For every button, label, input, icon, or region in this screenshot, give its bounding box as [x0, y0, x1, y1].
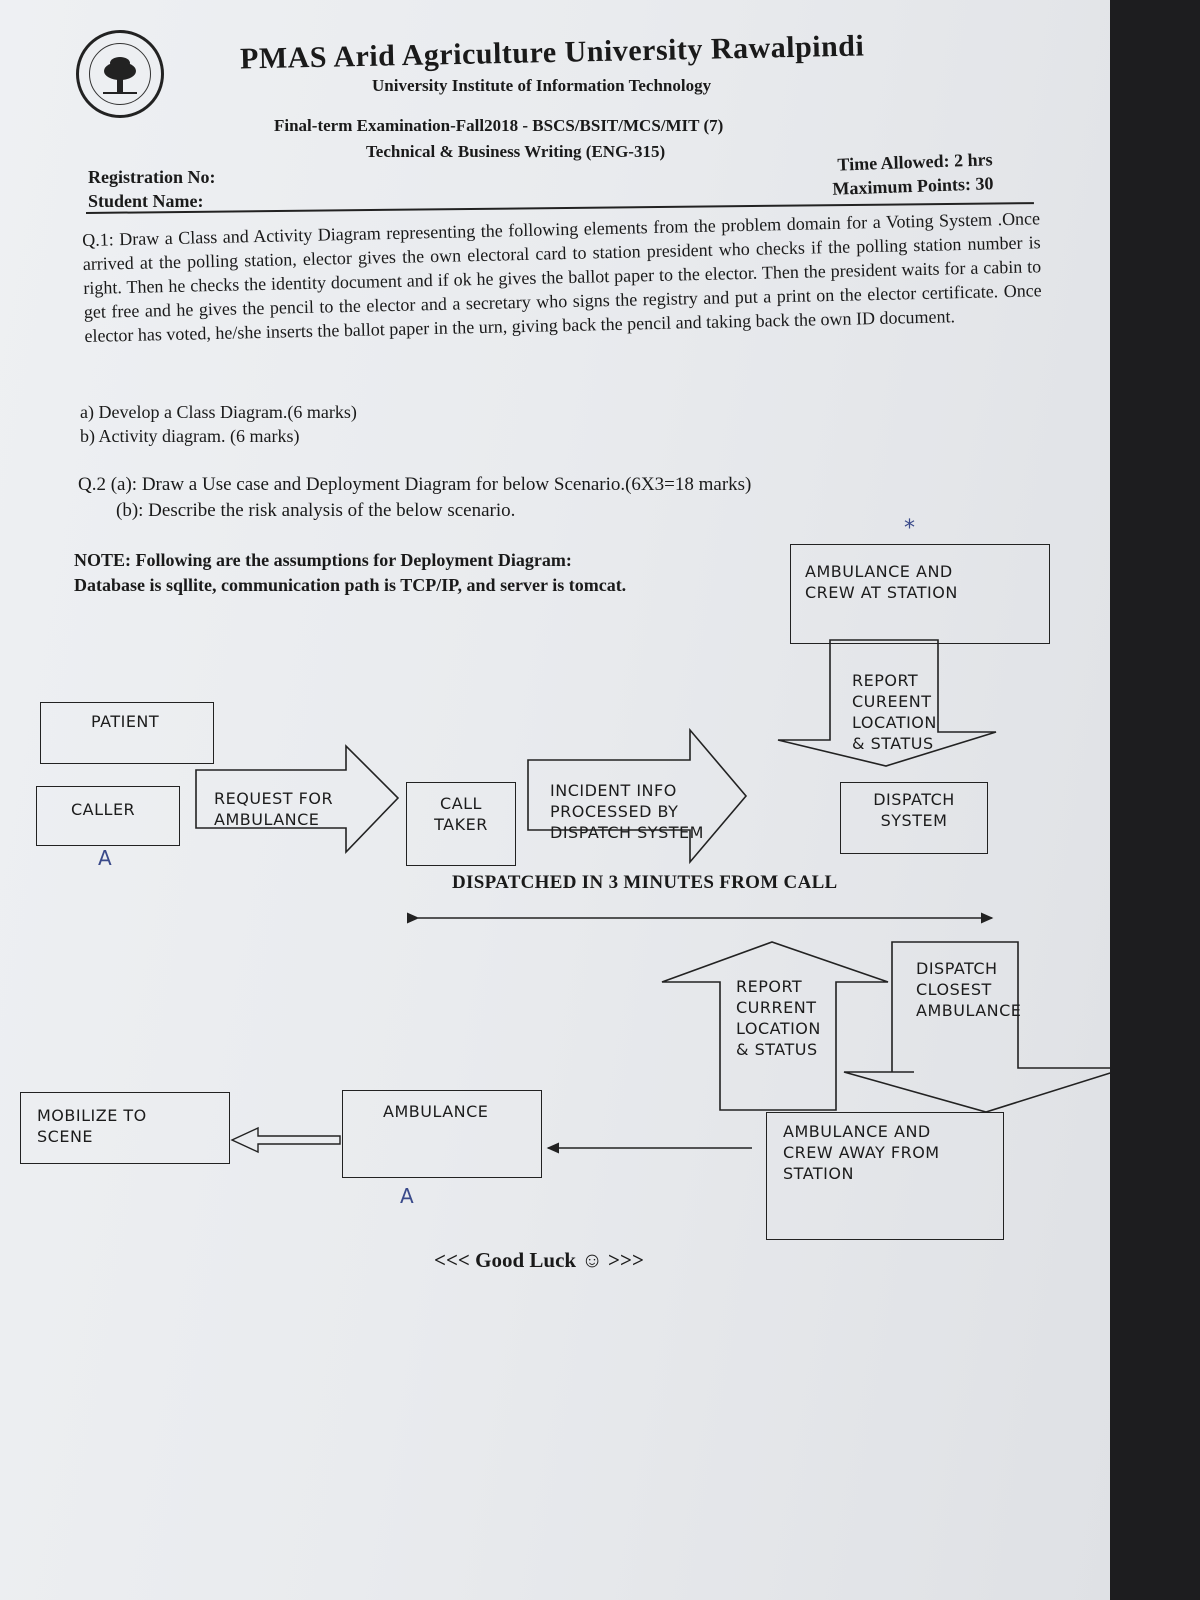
ambulance-at-station-box: AMBULANCE AND CREW AT STATION	[790, 544, 1050, 644]
request-arrow	[195, 744, 400, 854]
question-2-part-b: (b): Describe the risk analysis of the b…	[116, 500, 516, 521]
note-line-1: NOTE: Following are the assumptions for …	[74, 550, 572, 570]
student-name-label: Student Name:	[88, 191, 204, 211]
handwritten-mark-caller: A	[98, 846, 112, 870]
deployment-note: NOTE: Following are the assumptions for …	[74, 548, 626, 598]
question-1-part-b: b) Activity diagram. (6 marks)	[80, 426, 300, 446]
report-location-arrow-down	[777, 639, 997, 767]
ambulance-to-mobilize-arrow	[230, 1126, 341, 1154]
report-location-top-label: REPORT CUREENT LOCATION & STATUS	[852, 671, 937, 753]
caller-box: CALLER	[36, 786, 180, 846]
university-seal-logo	[76, 30, 164, 118]
patient-box: PATIENT	[40, 702, 214, 764]
report-location-bottom-label: REPORT CURRENT LOCATION & STATUS	[736, 977, 821, 1059]
mobilize-to-scene-box: MOBILIZE TO SCENE	[20, 1092, 230, 1164]
dispatched-banner: DISPATCHED IN 3 MINUTES FROM CALL	[452, 872, 838, 893]
request-for-ambulance-label: REQUEST FOR AMBULANCE	[214, 789, 334, 829]
question-1-part-a: a) Develop a Class Diagram.(6 marks)	[80, 402, 357, 422]
call-taker-box: CALL TAKER	[406, 782, 516, 866]
registration-label: Registration No:	[88, 167, 216, 187]
handwritten-mark-ambulance: A	[400, 1184, 414, 1208]
ambulance-box: AMBULANCE	[342, 1090, 542, 1178]
incident-info-label: INCIDENT INFO PROCESSED BY DISPATCH SYST…	[550, 781, 704, 842]
good-luck-footer: <<< Good Luck ☺ >>>	[434, 1248, 644, 1272]
incident-arrow	[527, 727, 748, 865]
institute-name: University Institute of Information Tech…	[372, 76, 712, 95]
handwritten-star-mark: *	[904, 516, 915, 541]
exam-paper	[0, 0, 1110, 1600]
student-info: Registration No: Student Name:	[88, 165, 215, 213]
question-2-part-a: Q.2 (a): Draw a Use case and Deployment …	[78, 474, 752, 495]
report-location-arrow-up	[661, 941, 889, 1111]
dispatch-system-box: DISPATCH SYSTEM	[840, 782, 988, 854]
dispatch-closest-label: DISPATCH CLOSEST AMBULANCE	[916, 959, 1022, 1020]
ambulance-dispatch-diagram	[195, 639, 997, 1154]
exam-title: Final-term Examination-Fall2018 - BSCS/B…	[274, 116, 724, 135]
note-line-2: Database is sqllite, communication path …	[74, 575, 627, 595]
ambulance-away-box: AMBULANCE AND CREW AWAY FROM STATION	[766, 1112, 1004, 1240]
course-title: Technical & Business Writing (ENG-315)	[366, 142, 666, 161]
